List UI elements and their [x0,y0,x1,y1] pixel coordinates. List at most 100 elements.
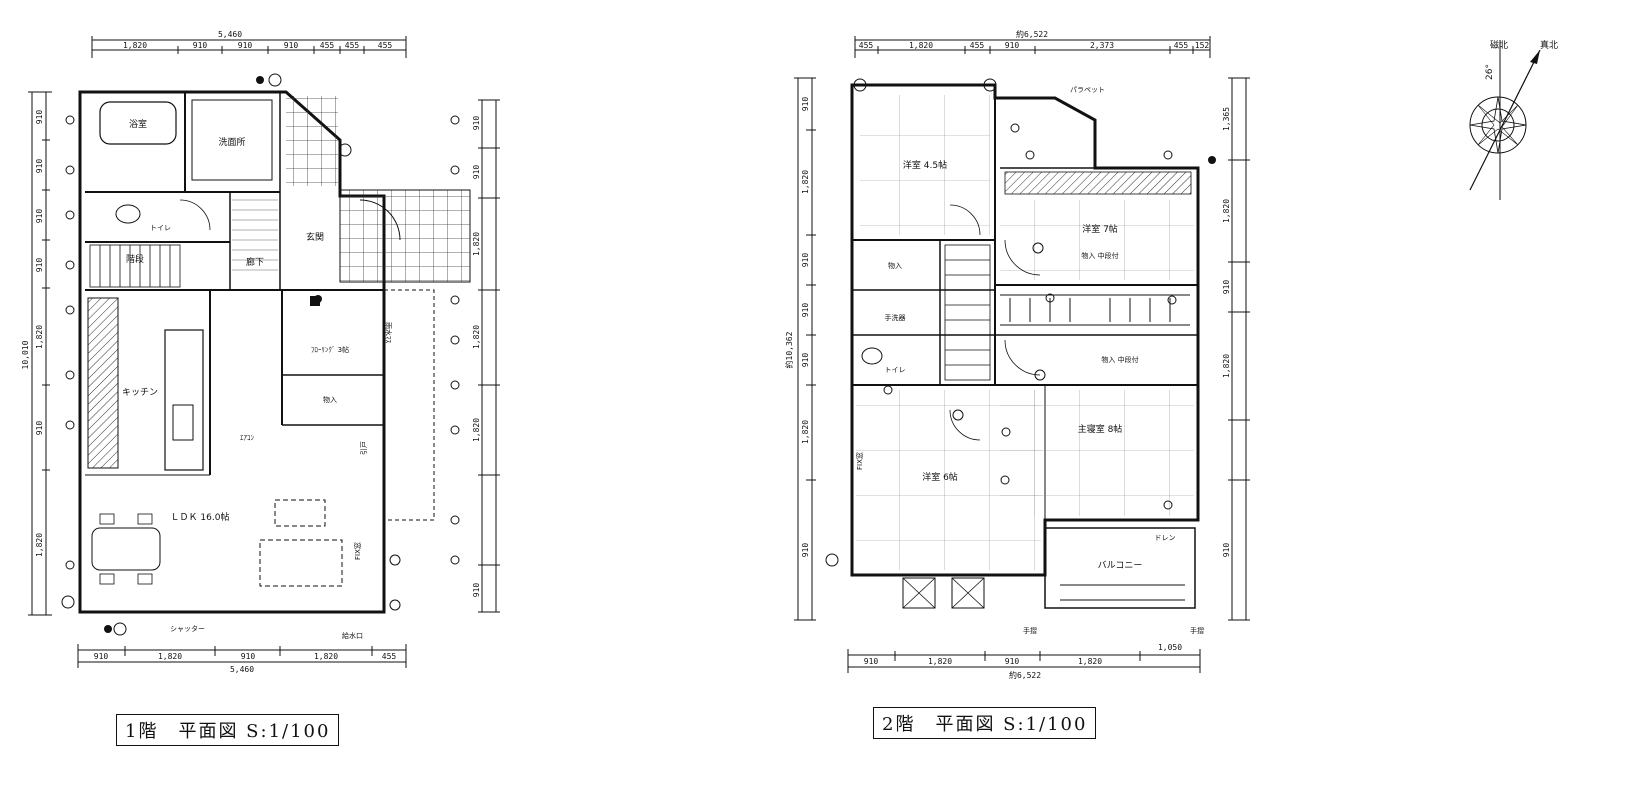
floor2-plan: 約6,522 455 1,820 455 910 2,373 455 152 約… [784,29,1250,680]
floor2-box-1 [902,577,936,609]
floor2-room3-floor [856,390,1041,570]
floor1-side-eave [383,289,435,521]
floor1-room-closet: 物入 [323,395,337,404]
floor1-entrance-door-swing [359,199,401,241]
floor1-bottom-dim-2: 1,820 [158,652,182,661]
floor2-stairs [944,244,991,381]
floor1-note-roof-drain: 雨水ﾏｽ [384,322,393,343]
floor1-hall-floor [232,199,278,271]
floor2-door-swings [949,204,1041,441]
floor2-room-toilet: トイレ [885,366,906,374]
floor1-right-dim-6: 910 [472,583,481,598]
floor1-right-dim-3: 1,820 [472,232,481,256]
floor1-left-dim-6: 910 [35,421,44,436]
floor1-toilet-door [179,199,211,231]
floor1-top-dim-7: 455 [378,41,393,50]
floor1-chair-4 [137,573,153,585]
compass-arrowhead [1530,50,1540,64]
floor2-caption: 2階 平面図 S:1/100 [873,707,1097,739]
floor2-note-drain: ドレン [1155,534,1176,542]
floor1-left-dim-2: 910 [35,159,44,174]
floor1-chair-1 [99,513,115,525]
floor2-bottom-dim-3: 910 [1005,657,1020,666]
floor1-left-dim-7: 1,820 [35,533,44,557]
floor1-window-markers [61,73,460,636]
floor1-caption: 1階 平面図 S:1/100 [116,714,340,746]
floor1-note-aircon: ｴｱｺﾝ [240,434,254,442]
floor2-top-dim-1: 455 [859,41,874,50]
floor2-right-dim-4: 1,820 [1222,354,1231,378]
floor1-top-dim-2: 910 [193,41,208,50]
floor1-chair-3 [99,573,115,585]
floor2-bottom-dim-2: 1,820 [928,657,952,666]
floor1-room-bath: 浴室 [129,118,147,130]
floor2-top-dim-6: 455 [1174,41,1189,50]
floor1-service-dot-1 [256,76,264,84]
floor2-window-markers [825,78,1177,567]
floor2-room-closet1: 物入 中段付 [1081,251,1118,260]
compass-true-north-arrow [1469,49,1541,191]
floor1-sofa [259,539,343,587]
floor1-room-stairs: 階段 [126,253,144,265]
floor1-room-ldk: ＬＤＫ 16.0帖 [171,511,230,523]
compass-rose-inner [1481,108,1515,142]
floor1-sink [172,404,194,441]
floor1-top-dim-4: 910 [284,41,299,50]
floor2-room-parapet: パラペット [1070,86,1105,94]
floor1-room-wic: ﾌﾛｰﾘﾝｸﾞ 3帖 [311,345,349,354]
floor2-room-storage: 物入 [888,261,902,270]
floor2-note-handrail-2: 手摺 [1190,626,1204,635]
floor2-room-closet2: 物入 中段付 [1101,355,1138,364]
floor1-overall-width: 5,460 [218,30,242,39]
floor1-bottom-dimensions [77,644,407,668]
floor1-porch-tiles [339,189,471,283]
floor2-room-western2: 洋室 7帖 [1082,223,1118,235]
floor2-left-dim-3: 910 [801,253,810,268]
floor2-room-master: 主寝室 8帖 [1078,423,1123,435]
floor2-left-dim-2: 1,820 [801,170,810,194]
floor1-top-dimensions [91,36,407,58]
floor1-right-dim-2: 910 [472,165,481,180]
floor2-left-dim-5: 910 [801,353,810,368]
floor2-top-dim-5: 2,373 [1090,41,1114,50]
floor2-closet-rods [1000,294,1190,326]
floor2-room-western3: 洋室 6帖 [922,471,958,483]
floor2-top-dim-4: 910 [1005,41,1020,50]
floor2-room2-floor [1000,200,1194,280]
floor2-top-dim-7: 152 [1195,41,1210,50]
floor1-room-hall: 廊下 [246,256,264,268]
floor1-room-washroom: 洗面所 [218,136,245,148]
floor1-plan: 5,460 1,820 910 910 910 455 455 455 10,0… [21,30,500,674]
floor1-tv-board [274,499,326,527]
floor1-bottom-dim-4: 1,820 [314,652,338,661]
floor2-service-dot [1208,156,1216,164]
floor1-top-dim-6: 455 [345,41,360,50]
floor1-top-dim-3: 910 [238,41,253,50]
floor2-top-dim-2: 1,820 [909,41,933,50]
floor2-note-handrail-1: 手摺 [1023,626,1037,635]
floor1-right-dim-5: 1,820 [472,418,481,442]
floor1-room-entrance: 玄関 [306,231,324,243]
floor2-right-dim-2: 1,820 [1222,199,1231,223]
floor2-right-dim-1: 1,365 [1222,107,1231,131]
floor2-note-window: FIX窓 [855,452,864,470]
floor1-note-sliding: 引戸 [359,441,368,455]
floor2-right-dim-3: 910 [1222,280,1231,295]
floor2-overall-width: 約6,522 [1016,29,1048,39]
floor2-room-balcony: バルコニー [1098,560,1143,571]
floor2-bottom-dim-1: 910 [864,657,879,666]
floor1-bottom-dim-3: 910 [241,652,256,661]
floor1-service-dot-2 [104,625,112,633]
floor2-room-wash: 手洗器 [885,313,906,322]
compass-angle: 26° [1485,64,1495,80]
floor2-box-2 [951,577,985,609]
compass-star-2 [1477,104,1519,146]
floor1-overall-depth: 10,010 [21,340,30,369]
floor1-note-meter: 給水口 [342,631,363,640]
floor2-room-western1: 洋室 4.5帖 [903,159,947,171]
floor2-right-dim-5: 910 [1222,543,1231,558]
floor1-left-dim-3: 910 [35,209,44,224]
floor1-bottom-dim-1: 910 [94,652,109,661]
floor1-kitchen-counter [87,297,119,469]
